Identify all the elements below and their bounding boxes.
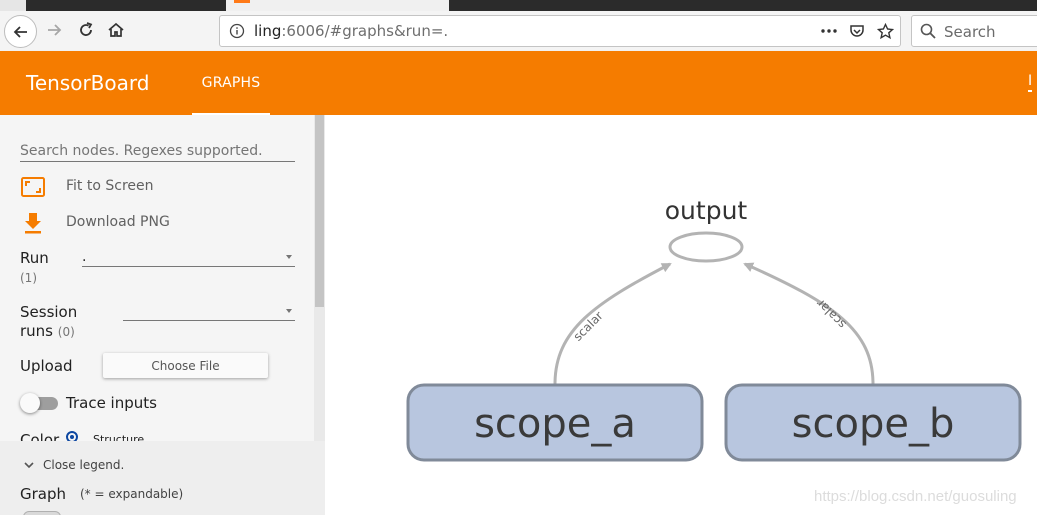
tab-truncated[interactable]: I — [1028, 73, 1033, 92]
browser-search-placeholder: Search — [944, 23, 996, 41]
edge-scope-b-to-output[interactable] — [743, 262, 875, 385]
app-title: TensorBoard — [26, 71, 150, 95]
chevron-down-icon — [286, 255, 292, 259]
url-bar[interactable]: ling:6006/#graphs&run=. — [219, 15, 901, 47]
legend-panel: Close legend. Graph (* = expandable) — [0, 441, 325, 515]
node-output-label: output — [665, 196, 748, 225]
url-host: ling — [254, 22, 282, 40]
node-output[interactable]: output — [665, 196, 748, 263]
edge-scope-a-to-output[interactable] — [553, 262, 672, 385]
session-label-line1: Session — [20, 303, 78, 321]
close-legend-button[interactable]: Close legend. — [24, 458, 124, 472]
node-scope-b-label: scope_b — [792, 401, 955, 447]
tab-graphs-label: GRAPHS — [201, 75, 261, 91]
node-scope-a-label: scope_a — [474, 401, 636, 447]
ellipsis-icon — [821, 29, 837, 33]
search-icon — [920, 23, 936, 39]
controls-scroll-area: Search nodes. Regexes supported. Fit to … — [0, 115, 314, 441]
graph-controls-sidebar: Search nodes. Regexes supported. Fit to … — [0, 115, 325, 515]
page-actions-button[interactable] — [820, 22, 838, 40]
home-button[interactable] — [104, 18, 128, 42]
trace-inputs-toggle[interactable] — [20, 393, 58, 413]
download-png-label: Download PNG — [66, 214, 170, 230]
forward-button[interactable] — [42, 18, 66, 42]
run-dropdown-value: . — [82, 249, 87, 265]
home-icon — [108, 22, 124, 37]
fit-screen-icon — [21, 177, 45, 197]
radio-dot — [70, 435, 74, 439]
edge-label-right: scalar — [814, 296, 849, 331]
tensorboard-header: TensorBoard GRAPHS I — [0, 51, 1037, 115]
browser-tab-active[interactable] — [226, 0, 449, 11]
back-button[interactable] — [4, 15, 37, 48]
node-scope-a[interactable]: scope_a — [406, 383, 704, 462]
color-structure-radio[interactable] — [66, 431, 78, 441]
run-dropdown[interactable]: . — [82, 249, 295, 267]
fit-to-screen-button[interactable]: Fit to Screen — [20, 175, 154, 199]
info-icon[interactable] — [229, 23, 245, 39]
choose-file-button[interactable]: Choose File — [103, 353, 268, 378]
sidebar-scrollbar-thumb[interactable] — [315, 115, 324, 307]
browser-tab-strip — [0, 0, 1037, 11]
pocket-button[interactable] — [848, 22, 866, 40]
node-scope-b[interactable]: scope_b — [724, 383, 1022, 462]
fit-to-screen-label: Fit to Screen — [66, 178, 154, 194]
bookmark-button[interactable] — [876, 22, 894, 40]
reload-button[interactable] — [74, 18, 98, 42]
watermark-text: https://blog.csdn.net/guosuling — [814, 488, 1017, 505]
chevron-down-icon — [24, 461, 34, 468]
download-png-button[interactable]: Download PNG — [20, 211, 170, 235]
arrow-left-icon — [13, 25, 27, 38]
pocket-icon — [850, 25, 864, 37]
graph-canvas[interactable]: scalar scalar output scope_a scope_b — [325, 115, 1037, 515]
browser-search-box[interactable]: Search — [911, 15, 1037, 47]
upload-label: Upload — [20, 357, 73, 375]
session-label-line2: runs — [20, 322, 53, 340]
reload-icon — [80, 22, 93, 36]
session-runs-dropdown[interactable] — [123, 303, 295, 321]
tab-favicon-icon — [234, 0, 250, 3]
download-icon — [25, 213, 41, 234]
legend-namespace-shape — [23, 511, 61, 515]
chevron-down-icon — [286, 309, 292, 313]
color-label: Color — [20, 431, 60, 441]
run-count: (1) — [20, 271, 37, 285]
toggle-knob — [20, 393, 40, 413]
graph-svg[interactable]: scalar scalar output scope_a scope_b — [325, 115, 1037, 515]
close-legend-label: Close legend. — [43, 458, 125, 472]
url-path: :6006/#graphs&run=. — [281, 22, 449, 40]
url-text[interactable]: ling:6006/#graphs&run=. — [254, 22, 448, 40]
active-tab-indicator — [192, 113, 270, 115]
arrow-right-icon — [48, 24, 62, 36]
trace-inputs-label: Trace inputs — [66, 394, 157, 412]
star-icon — [876, 22, 894, 39]
session-runs-count: (0) — [57, 325, 75, 339]
search-nodes-input[interactable]: Search nodes. Regexes supported. — [20, 142, 295, 162]
session-runs-label: Session runs (0) — [20, 303, 77, 342]
legend-expandable-note: (* = expandable) — [80, 487, 184, 501]
tab-graphs[interactable]: GRAPHS — [192, 51, 270, 115]
browser-tab-previous[interactable] — [0, 0, 26, 11]
run-label: Run — [20, 249, 49, 267]
color-structure-label: Structure — [93, 433, 145, 441]
browser-navbar: ling:6006/#graphs&run=. Search — [0, 11, 1037, 52]
legend-graph-label: Graph — [20, 485, 67, 503]
